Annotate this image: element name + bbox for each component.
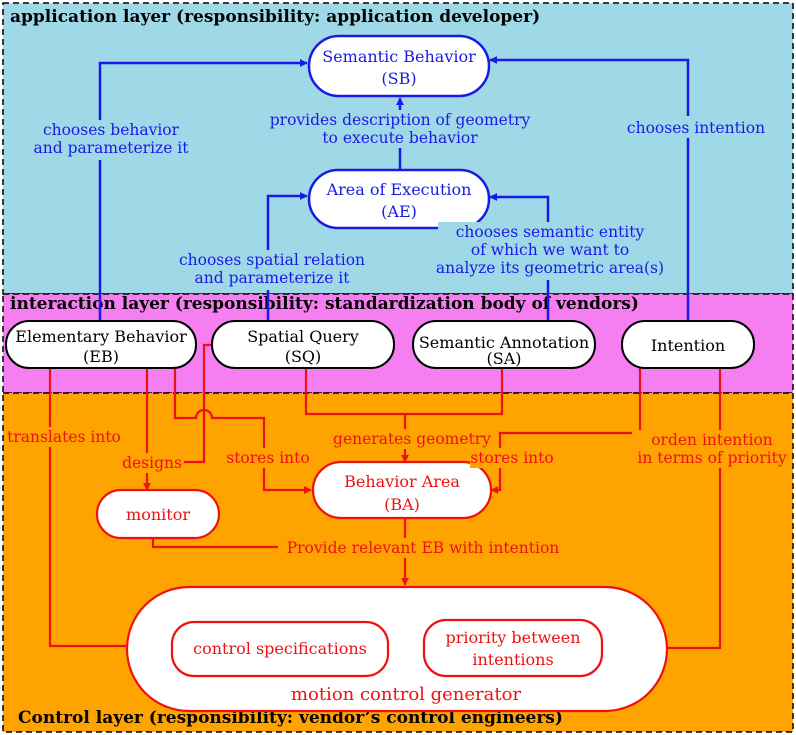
edge-eb-to-sb bbox=[98, 59, 308, 321]
edge-intention-to-ba bbox=[490, 368, 642, 494]
label-bg-translates bbox=[8, 427, 120, 447]
label-bg-chooses-spatial bbox=[178, 250, 366, 290]
node-monitor-label: monitor bbox=[126, 505, 190, 524]
node-sb-label: Semantic Behavior bbox=[322, 47, 476, 66]
label-bg-designs bbox=[120, 453, 184, 473]
node-sa-label: Semantic Annotation bbox=[419, 333, 589, 352]
label-bg-chooses-intention bbox=[624, 116, 770, 138]
node-priority-between-intentions bbox=[422, 618, 604, 678]
node-area-of-execution bbox=[307, 168, 491, 230]
edge-label-orden-2: in terms of priority bbox=[637, 449, 786, 467]
node-motion-control-generator bbox=[125, 585, 669, 713]
label-bg-chooses-behavior bbox=[36, 120, 186, 160]
node-eb-abbr: (EB) bbox=[83, 347, 119, 366]
node-semantic-annotation bbox=[412, 320, 596, 369]
edge-label-designs: designs bbox=[122, 454, 182, 472]
node-sq-label: Spatial Query bbox=[247, 327, 359, 346]
node-ae-abbr: (AE) bbox=[381, 202, 417, 221]
label-bg-orden bbox=[632, 430, 792, 468]
label-bg-stores-eb bbox=[226, 448, 312, 468]
node-priority-label-1: priority between bbox=[445, 628, 580, 647]
edge-label-chooses-semantic-1: chooses semantic entity bbox=[456, 223, 645, 241]
edge-label-generates-geometry: generates geometry bbox=[333, 430, 491, 448]
node-elementary-behavior bbox=[5, 320, 197, 369]
edge-label-chooses-semantic-3: analyze its geometric area(s) bbox=[436, 259, 664, 277]
edge-label-orden-1: orden intention bbox=[651, 431, 773, 449]
label-bg-provides bbox=[272, 110, 532, 148]
edge-label-chooses-behavior-1: chooses behavior bbox=[43, 121, 180, 139]
edge-label-chooses-spatial-1: chooses spatial relation bbox=[179, 251, 365, 269]
node-sq-abbr: (SQ) bbox=[285, 347, 322, 366]
edge-label-provide-relevant: Provide relevant EB with intention bbox=[287, 539, 560, 557]
node-sa-abbr: (SA) bbox=[487, 349, 522, 368]
label-bg-generates bbox=[334, 429, 492, 449]
node-eb-label: Elementary Behavior bbox=[15, 327, 187, 346]
node-intention-label: Intention bbox=[651, 336, 725, 355]
label-bg-chooses-semantic bbox=[438, 222, 662, 280]
node-control-specifications bbox=[170, 620, 390, 678]
edge-label-translates-into: translates into bbox=[7, 428, 121, 446]
node-semantic-behavior bbox=[307, 34, 491, 98]
node-ae-label: Area of Execution bbox=[326, 180, 472, 199]
node-mcg-label: motion control generator bbox=[291, 684, 522, 705]
node-intention bbox=[621, 320, 755, 369]
edge-label-stores-into-eb: stores into bbox=[226, 449, 309, 467]
control-layer-title: Control layer (responsibility: vendor’s … bbox=[18, 708, 563, 728]
node-ba-abbr: (BA) bbox=[384, 495, 420, 514]
application-layer-title: application layer (responsibility: appli… bbox=[10, 7, 540, 27]
edge-label-stores-into-int: stores into bbox=[470, 449, 553, 467]
interaction-layer-title: interaction layer (responsibility: stand… bbox=[10, 294, 639, 314]
edge-label-chooses-intention: chooses intention bbox=[627, 119, 765, 137]
edge-label-provides-1: provides description of geometry bbox=[270, 111, 531, 129]
node-spatial-query bbox=[211, 320, 395, 369]
edge-label-chooses-spatial-2: and parameterize it bbox=[195, 269, 351, 287]
node-ba-label: Behavior Area bbox=[344, 472, 460, 491]
edge-eb-to-ba bbox=[173, 368, 312, 494]
label-bg-provide-relevant bbox=[278, 538, 568, 558]
node-priority-label-2: intentions bbox=[472, 650, 553, 669]
edge-label-provides-2: to execute behavior bbox=[322, 129, 478, 147]
node-monitor bbox=[95, 488, 221, 540]
edge-intention-to-sb bbox=[489, 56, 690, 321]
node-control-specs-label: control specifications bbox=[193, 639, 367, 658]
label-bg-stores-int bbox=[470, 448, 554, 468]
node-sb-abbr: (SB) bbox=[381, 69, 416, 88]
edge-label-chooses-semantic-2: of which we want to bbox=[471, 241, 629, 259]
edge-label-chooses-behavior-2: and parameterize it bbox=[34, 139, 190, 157]
node-behavior-area bbox=[311, 460, 493, 520]
